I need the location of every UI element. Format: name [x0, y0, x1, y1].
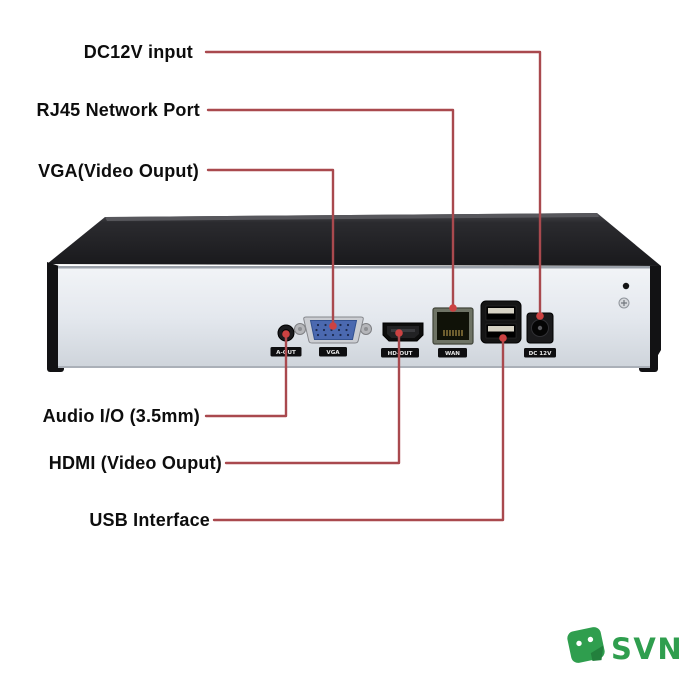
- device-body: [47, 213, 661, 372]
- usb-tongue-top: [488, 308, 514, 314]
- callout-lines: [204, 50, 542, 522]
- brand-logo-text: SVN: [611, 632, 683, 666]
- callout-label-rj45-port: RJ45 Network Port: [36, 100, 200, 120]
- dc-power-jack: [526, 312, 554, 344]
- panel-top-edge: [58, 266, 650, 269]
- callout-line-usb: [212, 336, 505, 522]
- vga-connector: [294, 316, 372, 344]
- device-side-left: [47, 262, 59, 366]
- badge-power: [524, 348, 556, 358]
- callout-label-audio-io: Audio I/O (3.5mm): [42, 406, 200, 426]
- device-top-rim: [105, 213, 599, 221]
- panel-bottom-edge: [58, 366, 650, 368]
- status-led-hole: [622, 282, 630, 290]
- callout-endpoints: [282, 304, 544, 342]
- usb-tongue-bottom: [488, 326, 514, 332]
- callout-label-dc-input: DC12V input: [83, 42, 193, 62]
- badge-vga: [319, 347, 347, 357]
- callout-line-hdmi: [224, 332, 401, 465]
- brand-logo-icon: [567, 627, 605, 663]
- badge-lan: [438, 348, 467, 358]
- brand-logo: SVN: [567, 627, 683, 666]
- callout-line-audio: [204, 334, 288, 418]
- callout-line-rj45: [206, 108, 455, 308]
- usb-ports: [480, 300, 522, 344]
- rj45-port: [432, 307, 474, 345]
- callout-label-vga-port: VGA(Video Ouput): [38, 161, 199, 181]
- callout-label-hdmi-port: HDMI (Video Ouput): [48, 453, 222, 473]
- badge-vga-label: VGA: [326, 350, 340, 356]
- callout-label-usb-port: USB Interface: [89, 510, 210, 530]
- callout-line-vga: [206, 168, 335, 326]
- rj45-pins: [443, 330, 463, 336]
- hdmi-connector: [382, 322, 424, 342]
- badge-lan-label: WAN: [445, 351, 460, 357]
- device-top-face: [47, 213, 661, 266]
- badge-power-label: DC 12V: [529, 351, 552, 357]
- panel-screw: [618, 297, 630, 309]
- device-side-right: [648, 266, 661, 366]
- callout-line-dc-input: [204, 50, 542, 316]
